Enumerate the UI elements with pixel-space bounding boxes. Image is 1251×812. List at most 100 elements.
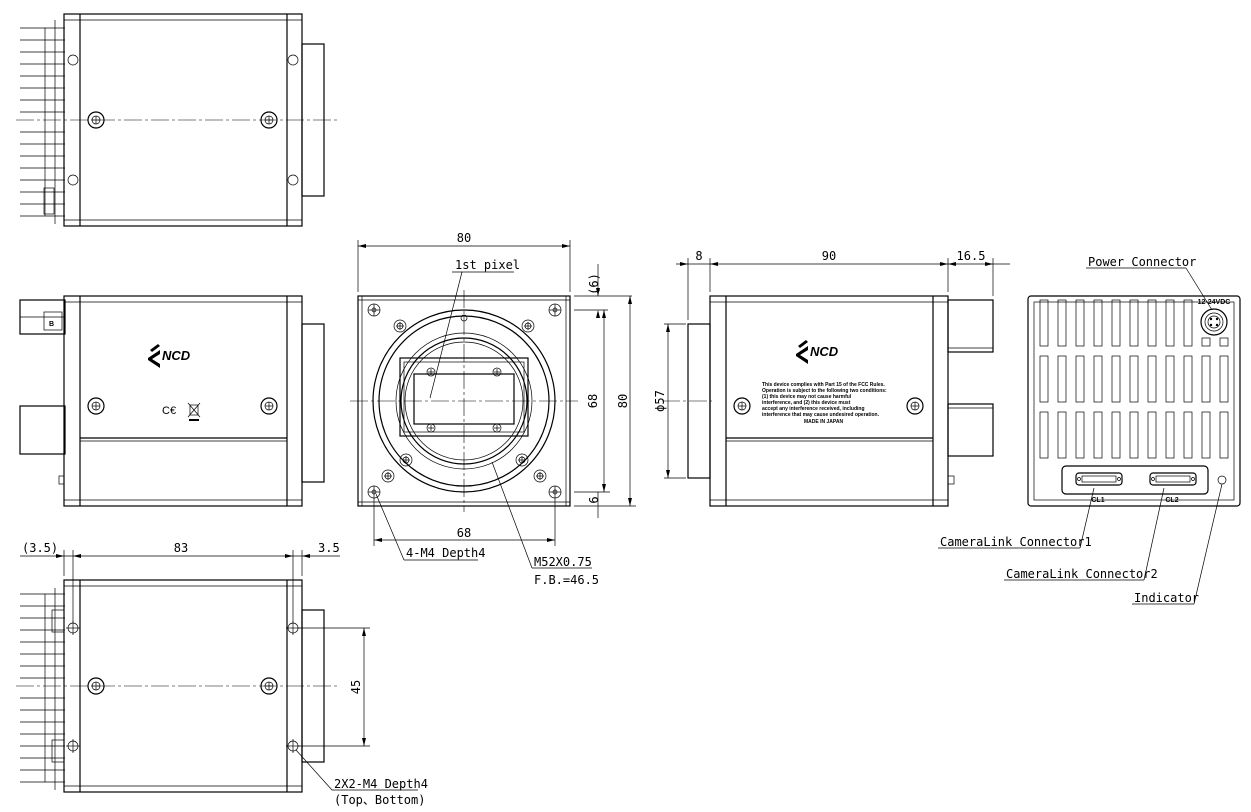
- vent-slot: [1165, 299, 1175, 347]
- dim-bottom-83: 83: [174, 541, 188, 555]
- front-view: 80 1st pixel (6) 68 80 6 68: [350, 231, 636, 587]
- screw-icon: [533, 469, 547, 483]
- vent-slot: [1093, 299, 1103, 347]
- vent-slot: [1219, 337, 1229, 347]
- vent-slot: [1147, 411, 1157, 459]
- mount-thread-label: M52X0.75: [534, 555, 592, 569]
- power-connector-label: Power Connector: [1088, 255, 1196, 269]
- screw-icon: [492, 423, 502, 433]
- screw-icon: [515, 453, 529, 467]
- vent-slot: [1129, 299, 1139, 347]
- vent-slot: [1039, 299, 1049, 347]
- screw-hole-icon: [67, 174, 79, 186]
- screw-icon: [367, 303, 381, 317]
- screw-icon: [87, 111, 105, 129]
- screw-hole-icon: [287, 54, 299, 66]
- vent-slot: [1201, 355, 1211, 403]
- vent-slot: [1219, 355, 1229, 403]
- svg-text:NCD: NCD: [162, 348, 191, 363]
- vent-slot: [1183, 299, 1193, 347]
- screw-icon: [87, 677, 105, 695]
- vent-slot: [1075, 411, 1085, 459]
- bottom-holes-note: (Top、Bottom): [334, 793, 425, 807]
- cameralink-connector2-icon: [1149, 472, 1197, 486]
- screw-hole-icon: [66, 621, 80, 635]
- side-view-left: B NCD C€: [19, 295, 325, 507]
- vent-slot: [1183, 355, 1193, 403]
- vent-slot: [1057, 299, 1067, 347]
- screw-icon: [87, 397, 105, 415]
- dim-bottom-3-5-left: (3.5): [22, 541, 58, 555]
- side-b-label: B: [49, 321, 54, 328]
- indicator-led-icon: [1217, 475, 1227, 485]
- vent-slot: [1039, 411, 1049, 459]
- flange-back-label: F.B.=46.5: [534, 573, 599, 587]
- screw-icon: [260, 111, 278, 129]
- cl2-label: CL2: [1165, 497, 1178, 504]
- fcc-line: Operation is subject to the following tw…: [762, 388, 887, 394]
- vent-slot: [1075, 299, 1085, 347]
- vent-slot: [1219, 411, 1229, 459]
- screw-icon: [548, 485, 562, 499]
- vent-slot: [1165, 355, 1175, 403]
- svg-text:NCD: NCD: [810, 344, 839, 359]
- top-view-fins: [20, 20, 65, 224]
- dim-side-8: 8: [695, 249, 702, 263]
- cameralink-connector1-label: CameraLink Connector1: [940, 535, 1092, 549]
- dim-inner-68-vertical: 68: [586, 394, 600, 408]
- dim-bottom-3-5-right: 3.5: [318, 541, 340, 555]
- vent-slot: [1183, 411, 1193, 459]
- screw-icon: [381, 469, 395, 483]
- power-connector-icon: [1200, 308, 1228, 336]
- screw-icon: [260, 677, 278, 695]
- screw-hole-icon: [287, 174, 299, 186]
- first-pixel-label: 1st pixel: [455, 258, 520, 272]
- fcc-line: MADE IN JAPAN: [804, 419, 843, 425]
- cameralink-connector1-icon: [1075, 472, 1123, 486]
- weee-bin-icon: [187, 402, 201, 421]
- vent-slot: [1039, 355, 1049, 403]
- vent-slot: [1057, 411, 1067, 459]
- screw-icon: [733, 397, 751, 415]
- fcc-line: (1) this device may not cause harmful: [762, 394, 852, 400]
- vent-slot: [1057, 355, 1067, 403]
- screw-icon: [399, 453, 413, 467]
- dim-bottom-45: 45: [349, 680, 363, 694]
- fcc-line: interference that may cause undesired op…: [762, 412, 880, 418]
- screw-icon: [393, 319, 407, 333]
- dim-top-offset: (6): [587, 273, 601, 295]
- cl1-label: CL1: [1091, 497, 1104, 504]
- bottom-view-fins: [20, 588, 65, 790]
- dim-bottom-68: 68: [457, 526, 471, 540]
- fcc-line: accept any interference received, includ…: [762, 406, 865, 412]
- vent-slot: [1147, 299, 1157, 347]
- screw-icon: [260, 397, 278, 415]
- voltage-label: 12-24VDC: [1198, 299, 1231, 306]
- vent-slot: [1165, 411, 1175, 459]
- dim-side-90: 90: [822, 249, 836, 263]
- vent-slot: [1111, 355, 1121, 403]
- dim-diameter-57: ϕ57: [653, 390, 667, 412]
- dim-bottom-6: 6: [587, 496, 601, 503]
- rear-view: 12-24VDC CL1 CL2 Power Connector CameraL…: [938, 255, 1241, 605]
- screw-icon: [492, 367, 502, 377]
- vent-slot: [1129, 411, 1139, 459]
- indicator-label: Indicator: [1134, 591, 1199, 605]
- vent-slot: [1093, 355, 1103, 403]
- screw-hole-icon: [286, 621, 300, 635]
- side-view-right: NCD This device complies with Part 15 of…: [653, 249, 1010, 507]
- ncd-logo: NCD: [148, 344, 191, 368]
- ncd-logo: NCD: [796, 340, 839, 364]
- screw-icon: [521, 319, 535, 333]
- screw-icon: [367, 485, 381, 499]
- vent-slot: [1093, 411, 1103, 459]
- dim-outer-80-vertical: 80: [616, 394, 630, 408]
- dim-front-width: 80: [457, 231, 471, 245]
- vent-slot: [1111, 299, 1121, 347]
- screw-hole-icon: [67, 54, 79, 66]
- vent-slot: [1201, 411, 1211, 459]
- vent-slots: [1039, 299, 1229, 459]
- top-view: [16, 13, 340, 227]
- screw-icon: [426, 367, 436, 377]
- screw-icon: [426, 423, 436, 433]
